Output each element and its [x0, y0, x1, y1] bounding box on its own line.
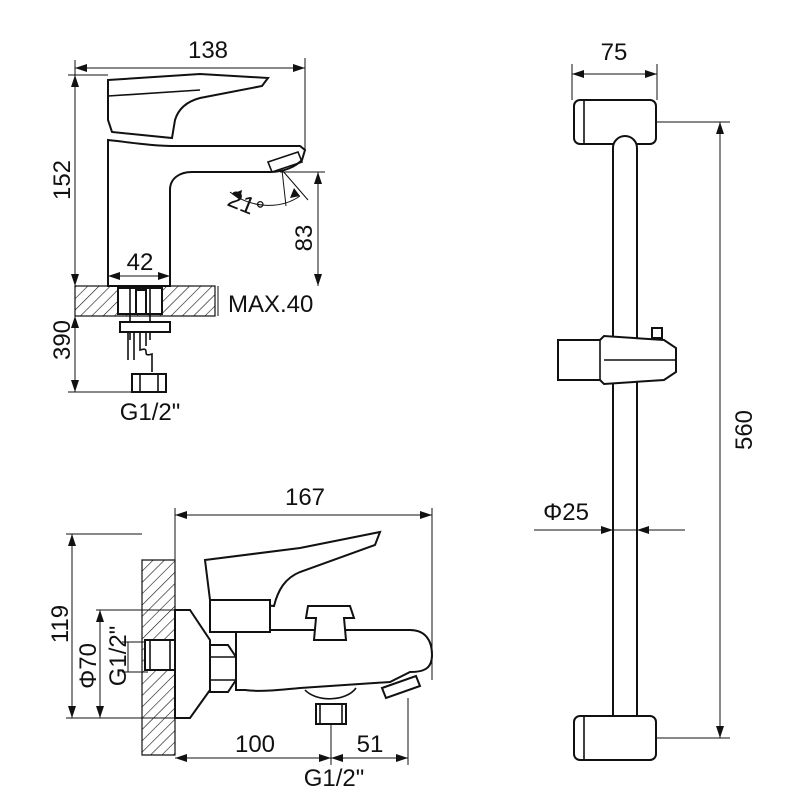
escutcheon-label: Φ70: [75, 643, 102, 689]
bracket-depth-label: 75: [601, 39, 628, 66]
inlet-thread-label: G1/2": [105, 626, 132, 687]
dim-hose-length: 390: [49, 316, 132, 393]
dim-spout-height: 83: [280, 171, 325, 286]
rail-diameter-label: Φ25: [543, 499, 589, 526]
dim-rail-diameter: Φ25: [534, 499, 685, 534]
slide-bar-body: [557, 99, 677, 761]
slide-bar-drawing: 75 560 Φ25: [534, 39, 758, 761]
lever-angle-label: 21°: [224, 186, 268, 225]
basin-faucet-drawing: 138 152 21°: [49, 37, 325, 426]
wall-offset-label: 100: [235, 731, 275, 758]
dim-escutcheon: Φ70: [75, 609, 175, 718]
base-width-label: 42: [127, 249, 154, 276]
bath-mixer-body: [144, 530, 434, 725]
spout-height-label: 83: [291, 225, 318, 252]
bath-width-label: 167: [285, 484, 325, 511]
bath-height-label: 119: [47, 605, 74, 643]
dim-height-bath: 119: [47, 533, 175, 719]
hose-length-label: 390: [49, 320, 76, 360]
dim-bracket-depth: 75: [571, 39, 658, 100]
dim-rail-length: 560: [656, 121, 758, 739]
dim-inlet-thread: G1/2": [105, 626, 148, 687]
supply-hoses: [119, 321, 171, 393]
basin-thread-label: G1/2": [120, 399, 181, 426]
basin-height-label: 152: [49, 160, 76, 200]
dim-height-basin: 152: [49, 74, 108, 286]
dim-offsets: 100 51: [175, 698, 409, 765]
spout-offset-label: 51: [357, 731, 384, 758]
deck-section: MAX.40: [74, 285, 313, 340]
outlet-thread-label: G1/2": [304, 765, 365, 792]
dim-base-width: 42: [108, 249, 170, 280]
basin-width-label: 138: [188, 37, 228, 64]
rail-length-label: 560: [731, 410, 758, 450]
bath-mixer-drawing: 167 119 Φ70 G1/2": [47, 484, 434, 792]
max-deck-label: MAX.40: [228, 291, 313, 318]
